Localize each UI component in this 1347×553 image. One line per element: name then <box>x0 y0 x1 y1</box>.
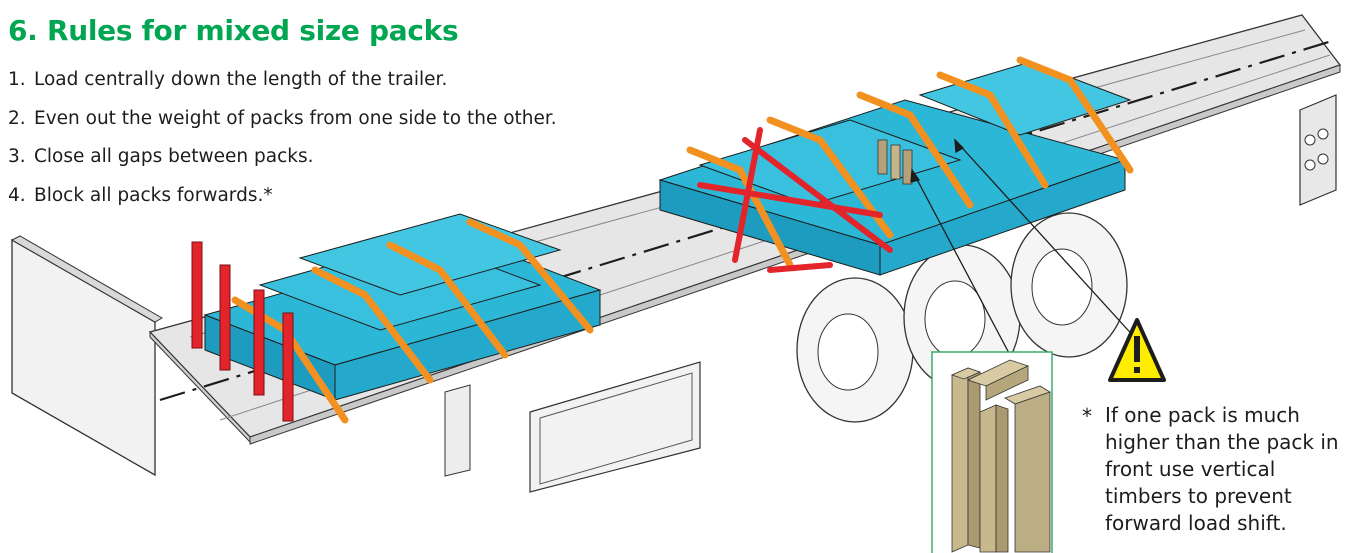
rule-number: 1. <box>8 69 26 90</box>
strap <box>1016 56 1134 174</box>
rule-item: 4. Block all packs forwards.* <box>8 186 557 225</box>
rule-text: Close all gaps between packs. <box>34 146 314 167</box>
trailer-headboard <box>10 235 164 477</box>
strap <box>766 116 894 239</box>
page-title: 6. Rules for mixed size packs <box>8 14 459 47</box>
front-blocking-posts <box>191 241 294 422</box>
strap <box>386 241 509 359</box>
rule-text: Even out the weight of packs from one si… <box>34 107 557 129</box>
rule-item: 2. Even out the weight of packs from one … <box>8 109 557 148</box>
callout-leaders <box>910 138 1138 356</box>
blocking-post <box>253 289 265 396</box>
strap <box>311 266 434 384</box>
rule-number: 3. <box>8 146 26 167</box>
rule-text: Load centrally down the length of the tr… <box>34 69 448 90</box>
rule-number: 2. <box>8 107 26 129</box>
vertical-timbers <box>877 139 913 185</box>
rules-list: 1. Load centrally down the length of the … <box>8 70 557 224</box>
strap <box>466 218 594 334</box>
pack-group-front <box>203 213 602 401</box>
blocking-post <box>282 312 294 422</box>
blocking-post <box>191 241 203 349</box>
rule-item: 1. Load centrally down the length of the … <box>8 70 557 109</box>
rule-item: 3. Close all gaps between packs. <box>8 147 557 186</box>
rear-lights <box>1304 128 1329 171</box>
rule-number: 4. <box>8 184 26 206</box>
strap <box>856 91 974 209</box>
vertical-timber-detail <box>931 351 1053 553</box>
cross-lashing <box>697 127 893 273</box>
footnote-text: If one pack is much higher than the pack… <box>1105 403 1339 535</box>
strap <box>686 146 794 269</box>
footnote: * If one pack is much higher than the pa… <box>1082 402 1344 537</box>
strap <box>936 71 1049 189</box>
rule-text: Block all packs forwards.* <box>34 184 273 206</box>
footnote-marker: * <box>1082 404 1092 428</box>
blocking-post <box>219 264 231 371</box>
trailer-chassis <box>444 94 1337 493</box>
warning-triangle-icon <box>1108 318 1166 382</box>
